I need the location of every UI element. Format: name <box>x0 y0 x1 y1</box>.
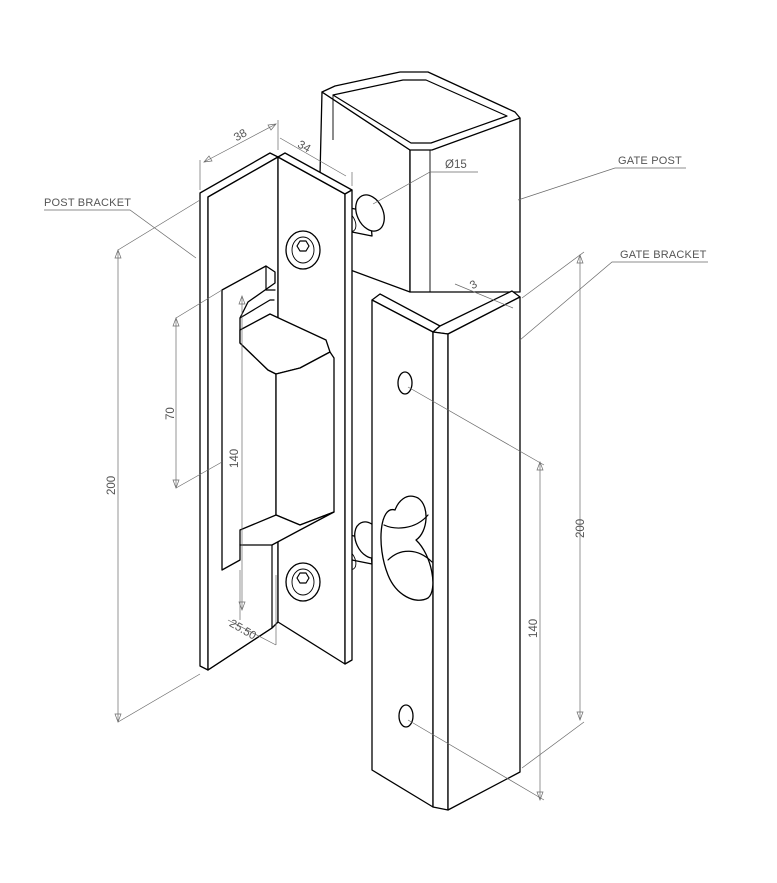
dim-200-gate: 200 <box>575 519 587 538</box>
gate-bracket <box>371 290 521 811</box>
dimension-lines <box>44 120 708 801</box>
dim-d15: Ø15 <box>445 159 467 171</box>
screw-bottom <box>285 562 321 602</box>
dim-34: 34 <box>295 139 313 156</box>
label-gate-bracket: GATE BRACKET <box>620 249 707 261</box>
keyhole-slot <box>380 495 434 601</box>
hinge-pin-top <box>341 194 385 237</box>
post-bracket <box>199 152 353 671</box>
label-gate-post: GATE POST <box>618 155 682 167</box>
label-post-bracket: POST BRACKET <box>44 197 131 209</box>
dim-200-post: 200 <box>106 476 118 495</box>
dim-140-post: 140 <box>229 449 241 468</box>
dim-3: 3 <box>468 278 480 292</box>
dim-140-gate: 140 <box>528 619 540 638</box>
dim-38: 38 <box>232 127 249 144</box>
dim-70: 70 <box>165 407 177 420</box>
screw-top <box>285 230 321 270</box>
mount-hole-bottom <box>398 704 414 728</box>
mount-hole-top <box>397 371 413 395</box>
